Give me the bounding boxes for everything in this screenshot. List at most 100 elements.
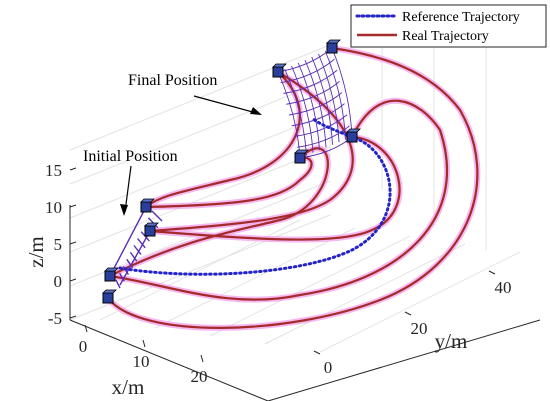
arrow-initial-position (124, 165, 132, 213)
initial-net-edge-1 (119, 230, 151, 286)
x-tick-label-20: 20 (191, 367, 208, 386)
real-trajectory-line-3 (106, 46, 479, 329)
initial-net-strand-0 (151, 210, 163, 222)
x-axis-label: x/m (112, 375, 145, 399)
y-tick-label-40: 40 (495, 278, 512, 297)
z-tick-mark--5 (69, 315, 77, 319)
arrowhead-initial-position (120, 204, 128, 216)
final-net-strand-a-4 (288, 92, 343, 116)
y-tick-label-0: 0 (324, 358, 333, 377)
grid-line-x-2 (209, 235, 411, 337)
real-trajectory-line-2 (108, 99, 449, 301)
real-trajectory-series (106, 46, 479, 329)
real-trajectory-halo-5 (143, 69, 303, 210)
satellite-node-cube-3 (102, 292, 114, 304)
satellite-node-top-3 (102, 289, 117, 294)
reference-trajectory-series (118, 116, 392, 276)
arrow-final-position (193, 95, 261, 115)
real-trajectory-line-0 (144, 156, 313, 209)
satellite-node-top-2 (104, 267, 119, 272)
final-net-strand-a-3 (286, 81, 340, 105)
satellite-node-0 (140, 198, 155, 213)
initial-net-strand-7 (126, 258, 134, 269)
z-tick-mark-0 (69, 278, 77, 282)
arrowhead-final-position (250, 107, 262, 115)
satellite-node-top-0 (140, 198, 155, 203)
satellite-node-cube-0 (140, 201, 152, 213)
z-tick-label--5: -5 (48, 309, 62, 328)
x-tick-label-0: 0 (79, 337, 88, 356)
satellite-node-cube-5 (326, 42, 338, 54)
x-tick-label-10: 10 (133, 352, 150, 371)
final-net-strand-b-4 (304, 59, 327, 148)
grid-line-z-3 (69, 146, 331, 253)
satellite-node-top-7 (294, 149, 309, 154)
x-axis-ticks: 0 10 20 (79, 324, 208, 386)
satellite-node-cube-7 (294, 152, 306, 164)
final-net-strand-a-7 (297, 125, 350, 148)
final-net-strand-b-3 (297, 62, 320, 151)
axes-box (69, 205, 541, 401)
axis-edge-1 (69, 319, 269, 401)
legend-label-real: Real Trajectory (402, 29, 489, 44)
grid-line-z-1 (69, 78, 331, 185)
initial-net-strand-4 (137, 238, 146, 249)
satellite-node-7 (294, 149, 309, 164)
legend-label-reference: Reference Trajectory (402, 10, 520, 25)
real-trajectory-line-5 (144, 70, 301, 209)
x-tick-mark-10 (142, 339, 146, 348)
satellite-node-top-6 (346, 128, 361, 133)
grid-line-z-2 (69, 112, 331, 219)
grid-line-x-4 (319, 251, 521, 353)
real-trajectory-line-6 (148, 70, 354, 233)
grid-line-x-1 (154, 227, 356, 329)
initial-net-strand-6 (129, 251, 138, 262)
axis-edge-y (267, 319, 541, 401)
final-net-strand-a-5 (291, 103, 345, 127)
satellite-node-cube-4 (272, 66, 284, 78)
y-axis-ticks: 0 20 40 (313, 270, 512, 377)
final-net-strand-b-7 (324, 50, 346, 140)
satellite-node-6 (346, 128, 361, 143)
annotation-initial-position: Initial Position (83, 148, 178, 165)
satellite-nodes (102, 39, 361, 304)
satellite-node-top-1 (144, 222, 159, 227)
y-tick-mark-40 (488, 270, 496, 275)
satellite-node-1 (144, 222, 159, 237)
satellite-node-top-4 (272, 63, 287, 68)
y-axis-label: y/m (435, 329, 468, 353)
final-net-strand-b-0 (277, 71, 301, 159)
annotation-final-position: Final Position (128, 72, 217, 89)
satellite-node-2 (104, 267, 119, 282)
satellite-node-3 (102, 289, 117, 304)
real-trajectory-line-1 (148, 135, 401, 241)
y-tick-label-20: 20 (411, 319, 428, 338)
satellite-node-cube-2 (104, 270, 116, 282)
reference-trajectory-line (118, 116, 392, 276)
initial-net-strand-10 (115, 279, 121, 289)
satellite-node-4 (272, 63, 287, 78)
z-tick-label-15: 15 (45, 161, 62, 180)
final-net-strand-b-5 (311, 56, 333, 145)
x-tick-mark-20 (200, 354, 204, 363)
satellite-node-top-5 (326, 39, 341, 44)
x-tick-mark-0 (84, 324, 88, 333)
z-tick-mark-15 (69, 167, 77, 171)
y-tick-mark-20 (404, 311, 412, 316)
satellite-node-5 (326, 39, 341, 54)
z-tick-mark-10 (69, 204, 77, 208)
final-net-strand-b-1 (284, 68, 307, 156)
z-axis-label: z/m (24, 236, 48, 268)
legend: Reference Trajectory Real Trajectory (350, 4, 547, 48)
z-tick-label-10: 10 (45, 198, 62, 217)
satellite-node-cube-1 (144, 225, 156, 237)
initial-net-edge-0 (109, 206, 147, 277)
satellite-node-cube-6 (346, 131, 358, 143)
z-tick-label-0: 0 (54, 272, 63, 291)
final-net-strand-b-8 (331, 47, 353, 138)
initial-net-strand-5 (133, 245, 142, 255)
z-tick-mark-5 (69, 241, 77, 245)
grid-line-x-3 (264, 243, 466, 345)
